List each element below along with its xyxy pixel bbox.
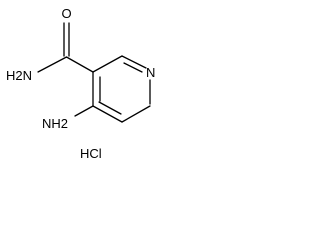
- amide-nitrogen-label: H2N: [6, 68, 32, 83]
- bond-c4-amino: [74, 105, 94, 117]
- bond-c6-c5: [121, 105, 151, 123]
- bond-c2-n1: [121, 55, 147, 69]
- chemical-structure-diagram: O H2N N NH2 HCl: [6, 6, 155, 161]
- amino-nitrogen-label: NH2: [42, 116, 68, 131]
- bond-carbonyl-amide-n: [37, 56, 68, 73]
- bond-c3-c2: [92, 55, 123, 73]
- ring-nitrogen-label: N: [146, 65, 155, 80]
- bond-c2-n1-inner: [123, 62, 143, 73]
- bond-carbonyl-ring: [65, 56, 94, 73]
- bond-c5-c4: [92, 105, 123, 123]
- bonds: [37, 22, 151, 123]
- carbonyl-oxygen-label: O: [62, 6, 72, 21]
- bond-c5-c4-inner: [98, 101, 122, 115]
- salt-label: HCl: [80, 146, 102, 161]
